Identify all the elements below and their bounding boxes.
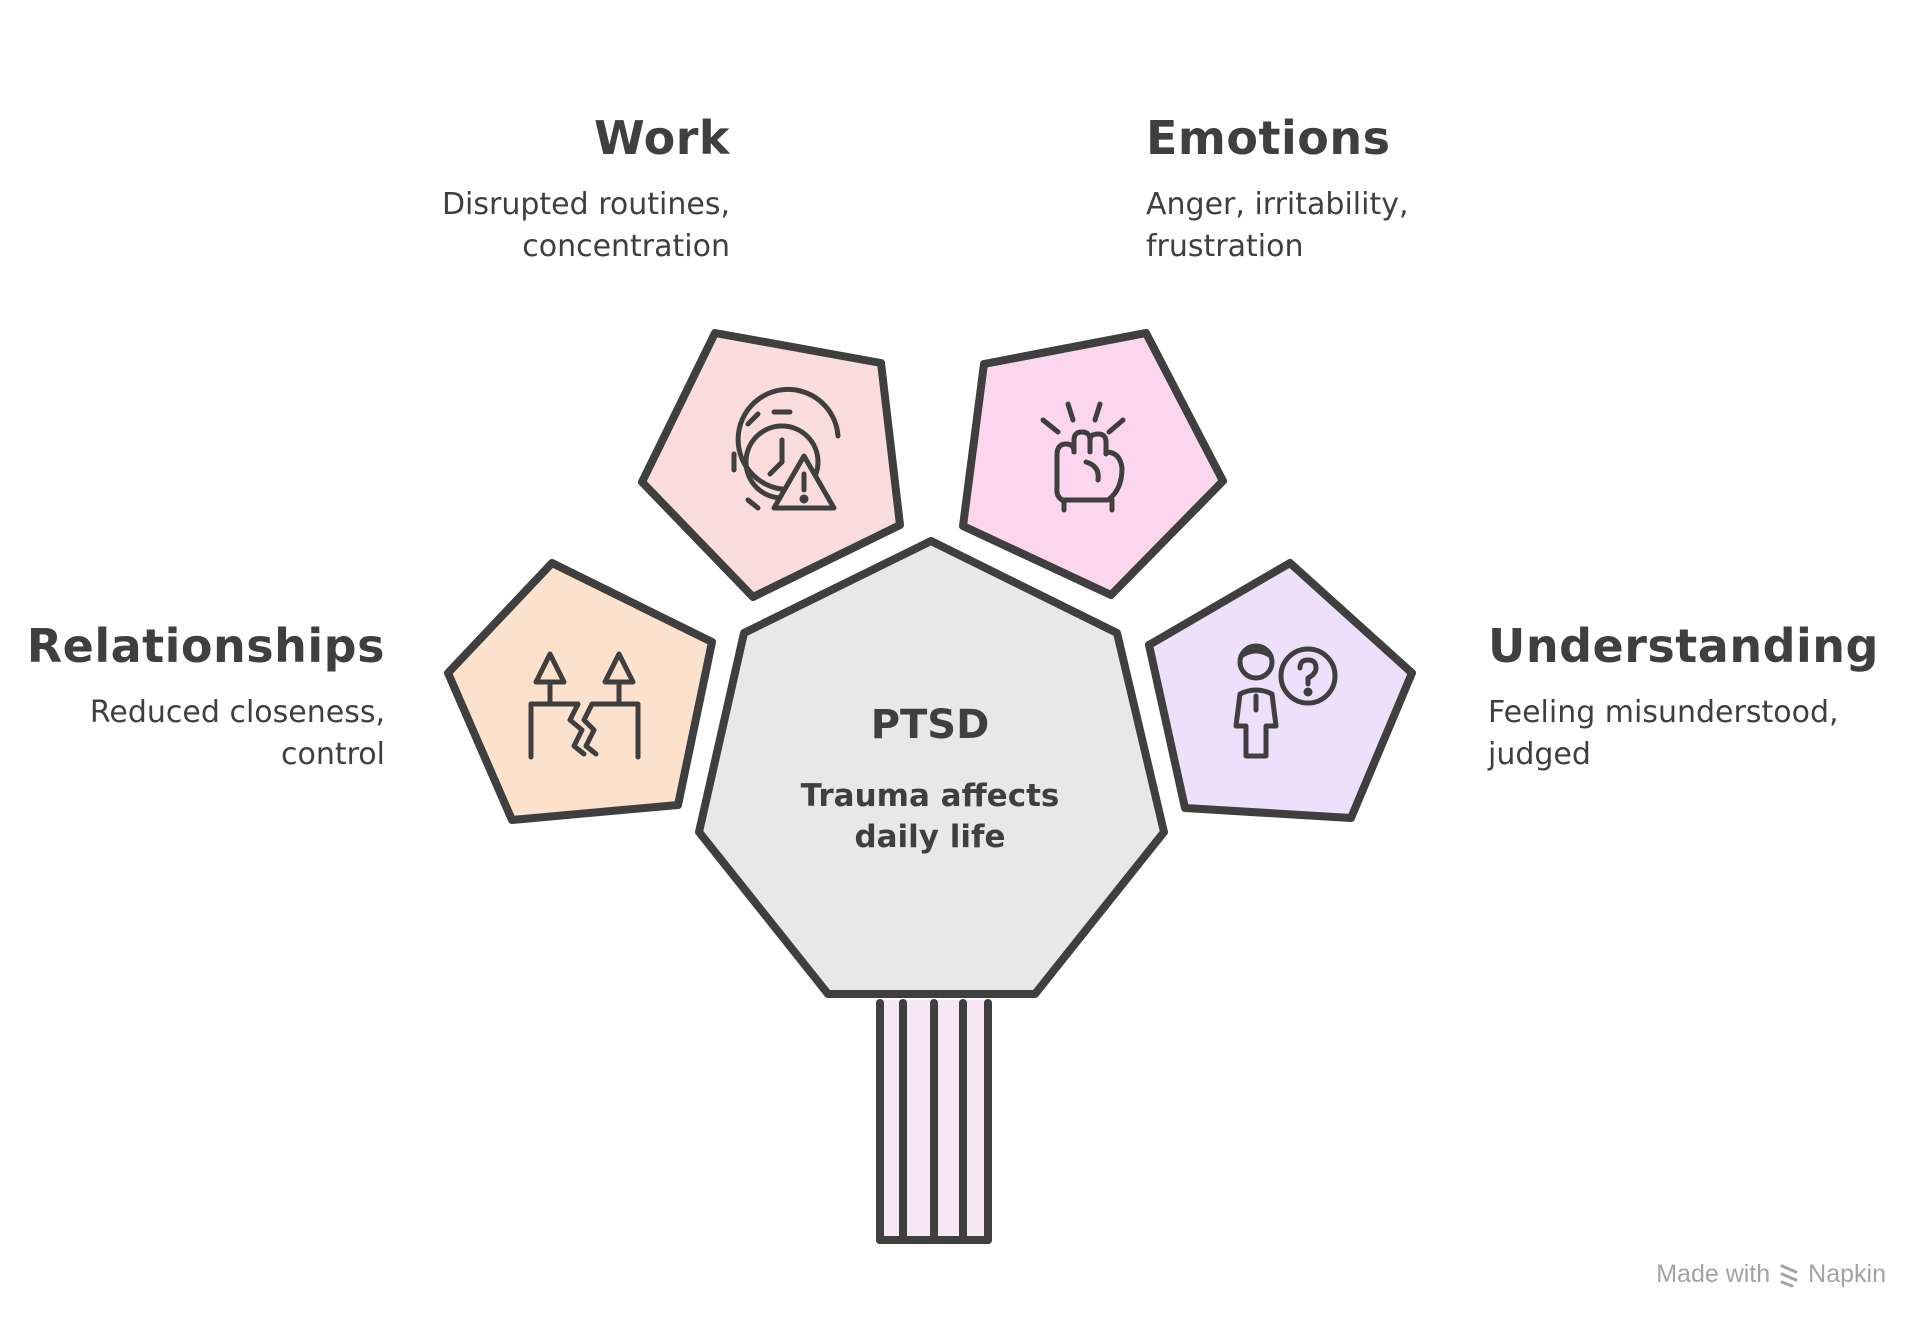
relationships-pentagon <box>444 559 716 824</box>
emotions-title: Emotions <box>1146 111 1391 165</box>
understanding-label: Understanding Feeling misunderstood, jud… <box>1488 618 1908 776</box>
ptsd-heptagon <box>695 537 1168 998</box>
work-title: Work <box>594 111 730 165</box>
understanding-title: Understanding <box>1488 619 1879 673</box>
center-subtitle-line1: Trauma affects <box>800 778 1060 814</box>
understanding-desc-line1: Feeling misunderstood, <box>1488 695 1839 730</box>
made-with-text: Made with <box>1656 1260 1771 1288</box>
made-with-napkin-footer[interactable]: Made with Napkin <box>1656 1260 1886 1289</box>
relationships-description: Reduced closeness, control <box>20 692 385 776</box>
relationships-desc-line1: Reduced closeness, <box>89 695 385 730</box>
clenched-fist-icon <box>1040 401 1126 513</box>
work-label: Work Disrupted routines, concentration <box>280 110 730 268</box>
work-desc-line1: Disrupted routines, <box>441 187 730 222</box>
emotions-label: Emotions Anger, irritability, frustratio… <box>1146 110 1646 268</box>
napkin-brand-text: Napkin <box>1808 1260 1886 1288</box>
gear-clock-warning-icon <box>731 386 841 511</box>
relationships-label: Relationships Reduced closeness, control <box>20 618 385 776</box>
work-desc-line2: concentration <box>522 229 730 264</box>
work-pentagon <box>638 329 904 601</box>
relationships-title: Relationships <box>26 619 385 673</box>
emotions-desc-line1: Anger, irritability, <box>1146 187 1409 222</box>
center-label: PTSD Trauma affects daily life <box>760 700 1100 858</box>
understanding-description: Feeling misunderstood, judged <box>1488 692 1908 776</box>
center-subtitle-line2: daily life <box>854 819 1006 855</box>
person-question-icon <box>1233 643 1338 759</box>
understanding-desc-line2: judged <box>1488 737 1591 772</box>
stem <box>876 999 992 1244</box>
relationships-desc-line2: control <box>281 737 385 772</box>
understanding-pentagon <box>1145 559 1416 822</box>
napkin-logo-icon <box>1780 1264 1798 1287</box>
work-description: Disrupted routines, concentration <box>280 184 730 268</box>
broken-connection-icon <box>528 651 641 760</box>
emotions-description: Anger, irritability, frustration <box>1146 184 1646 268</box>
center-subtitle: Trauma affects daily life <box>760 776 1100 858</box>
emotions-desc-line2: frustration <box>1146 229 1304 264</box>
center-title: PTSD <box>870 702 990 748</box>
